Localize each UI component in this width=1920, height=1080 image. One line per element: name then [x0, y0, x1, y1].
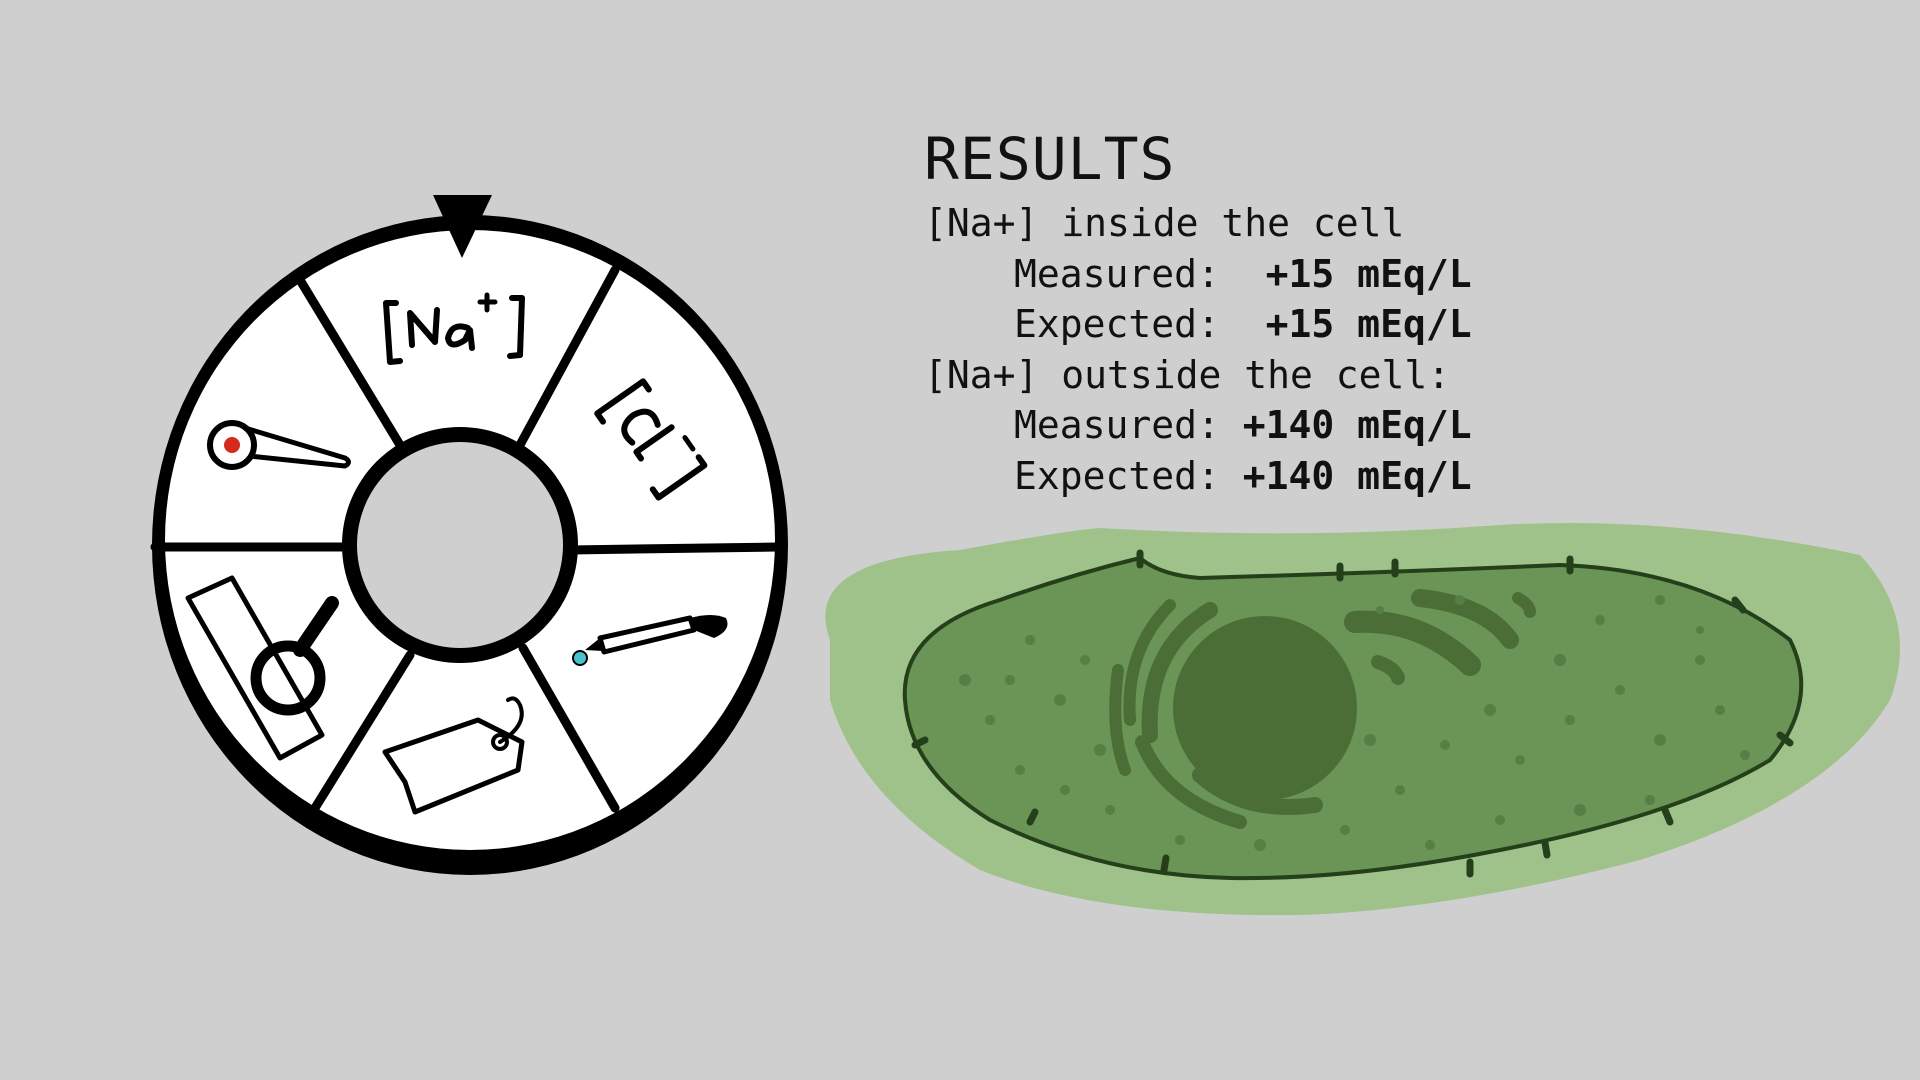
magnifier-slide-icon[interactable]: [185, 575, 339, 761]
cytoplasm-granules: [959, 595, 1750, 851]
pointer-triangle-icon: [433, 195, 492, 258]
inside-measured-value: +15 mEq/L: [1242, 251, 1472, 296]
inside-label: [Na+] inside the cell: [924, 201, 1405, 245]
inside-expected-value: +15 mEq/L: [1242, 302, 1472, 346]
outside-expected-label: Expected:: [1014, 453, 1220, 498]
wheel-dividers: [150, 265, 782, 813]
chloride-label[interactable]: [594, 378, 708, 501]
membrane-channels: [911, 549, 1794, 878]
cell-nucleus: [1173, 616, 1357, 800]
sodium-label[interactable]: [383, 292, 525, 365]
inside-expected-label: Expected:: [1014, 302, 1220, 346]
results-panel: RESULTS [Na+] inside the cell Measured: …: [924, 120, 1472, 501]
outside-measured-row: Measured: +140 mEq/L: [924, 400, 1472, 451]
outside-expected-value: +140 mEq/L: [1242, 453, 1472, 498]
tag-icon[interactable]: [382, 696, 525, 815]
endoplasmic-reticulum: [1109, 589, 1536, 829]
outside-label: [Na+] outside the cell:: [924, 352, 1451, 397]
outside-measured-value: +140 mEq/L: [1242, 403, 1472, 447]
dropper-icon[interactable]: [572, 615, 728, 666]
inside-measured-row: Measured: +15 mEq/L: [924, 249, 1472, 300]
inside-measured-label: Measured:: [1014, 251, 1220, 296]
outside-measured-label: Measured:: [1014, 403, 1220, 447]
results-title: RESULTS: [924, 125, 1176, 193]
thermometer-icon[interactable]: [207, 420, 351, 470]
wheel-hub[interactable]: [357, 442, 563, 648]
outside-expected-row: Expected: +140 mEq/L: [924, 451, 1472, 502]
inside-expected-row: Expected: +15 mEq/L: [924, 299, 1472, 350]
